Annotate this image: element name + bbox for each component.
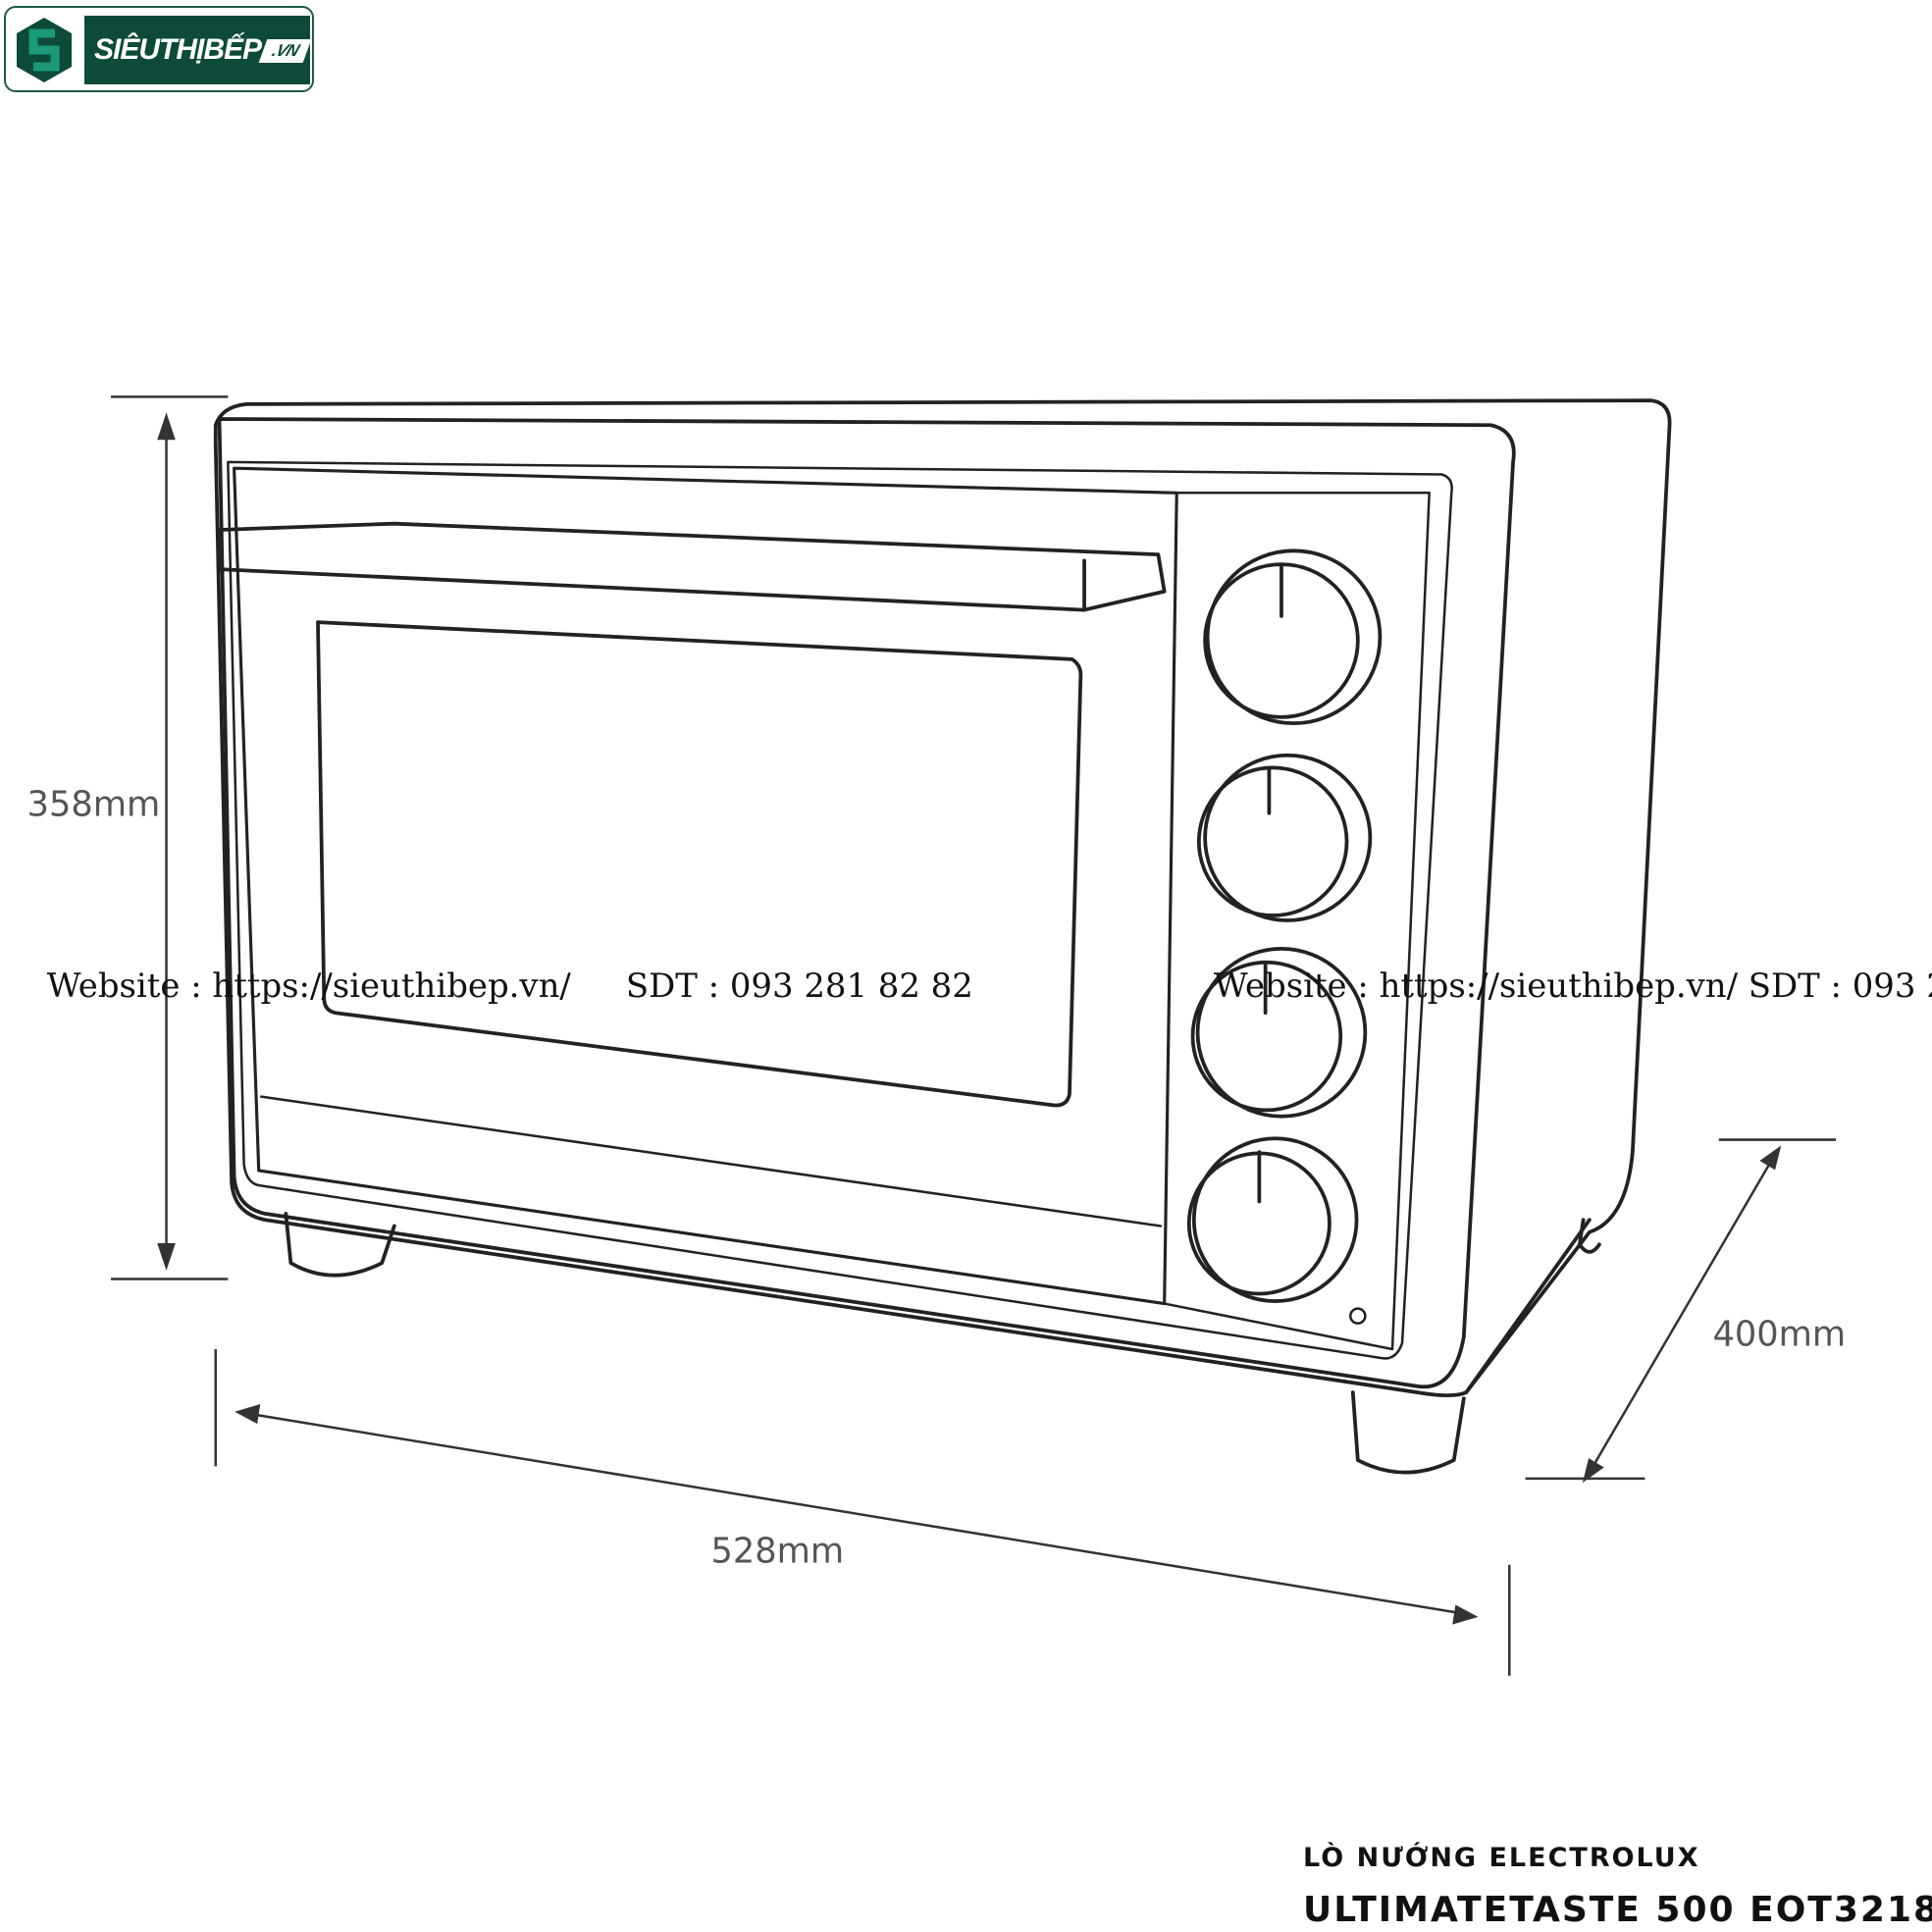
foot-right xyxy=(1350,1390,1466,1475)
logo-text: SIÊUTHỊBẾP.VN xyxy=(84,16,312,84)
knob-4 xyxy=(1186,1136,1359,1303)
depth-dimension-label: 400mm xyxy=(1712,1314,1846,1354)
knob-1 xyxy=(1203,548,1383,726)
site-logo[interactable]: SIÊUTHỊBẾP.VN xyxy=(4,6,314,92)
door-window xyxy=(316,620,1083,1108)
knob-3 xyxy=(1190,947,1368,1119)
watermark-phone: SDT : 093 281 82 82 xyxy=(626,966,973,1005)
product-model: ULTIMATETASTE 500 EOT3218XG xyxy=(1303,1890,1932,1930)
width-dimension-label: 528mm xyxy=(711,1531,845,1571)
watermark-website: Website : https://sieuthibep.vn/ xyxy=(47,966,572,1005)
foot-left xyxy=(284,1212,396,1278)
knob-2 xyxy=(1196,753,1373,922)
door-handle xyxy=(217,521,1167,612)
indicator-light xyxy=(1349,1307,1367,1325)
watermark-website-phone-repeat: Website : https://sieuthibep.vn/ SDT : 0… xyxy=(1214,966,1932,1005)
height-dimension-label: 358mm xyxy=(27,784,161,824)
oven-body xyxy=(213,398,1672,1398)
oven-front xyxy=(217,417,1516,1389)
product-category: LÒ NƯỚNG ELECTROLUX xyxy=(1303,1843,1700,1873)
logo-s-icon xyxy=(17,18,72,82)
